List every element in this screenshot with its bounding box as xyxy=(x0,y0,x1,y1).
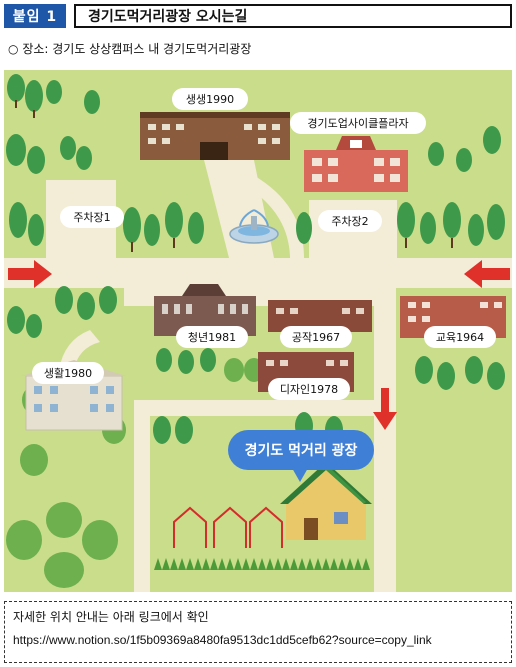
label-youth-text: 청년1981 xyxy=(188,331,236,344)
label-design-text: 디자인1978 xyxy=(280,383,338,396)
label-youth: 청년1981 xyxy=(176,326,248,348)
label-parking1-text: 주차장1 xyxy=(73,211,110,224)
food-plaza-callout: 경기도 먹거리 광장 xyxy=(228,430,374,482)
building-saengsaeng xyxy=(140,112,290,160)
label-craft-text: 공작1967 xyxy=(292,331,340,344)
arrow-left-entrance-icon xyxy=(8,260,52,288)
road-network xyxy=(4,160,512,592)
label-upcycle: 경기도업사이클플라자 xyxy=(290,112,426,134)
label-saengsaeng: 생생1990 xyxy=(172,88,248,110)
appendix-badge: 붙임 1 xyxy=(4,4,66,28)
bullet-icon: ○ xyxy=(8,42,19,56)
label-edu-text: 교육1964 xyxy=(436,331,484,344)
footer-note: 자세한 위치 안내는 아래 링크에서 확인 https://www.notion… xyxy=(4,601,512,663)
arrow-down-icon xyxy=(373,388,397,430)
label-craft: 공작1967 xyxy=(280,326,352,348)
label-parking2: 주차장2 xyxy=(318,210,382,232)
label-edu: 교육1964 xyxy=(424,326,496,348)
label-parking1: 주차장1 xyxy=(60,206,124,228)
footer-text: 자세한 위치 안내는 아래 링크에서 확인 xyxy=(13,610,209,624)
label-parking2-text: 주차장2 xyxy=(331,215,368,228)
grass-strip xyxy=(154,558,370,570)
label-life-text: 생활1980 xyxy=(44,366,92,380)
label-upcycle-text: 경기도업사이클플라자 xyxy=(307,117,408,130)
label-saengsaeng-text: 생생1990 xyxy=(186,93,234,106)
label-life: 생활1980 xyxy=(32,362,104,384)
fountain xyxy=(229,209,279,244)
footer-link[interactable]: https://www.notion.so/1f5b09369a8480fa95… xyxy=(13,633,432,647)
page-title: 경기도먹거리광장 오시는길 xyxy=(74,4,512,28)
location-text: 장소: 경기도 상상캠퍼스 내 경기도먹거리광장 xyxy=(22,42,252,56)
location-line: ○ 장소: 경기도 상상캠퍼스 내 경기도먹거리광장 xyxy=(8,40,251,57)
house-outlines xyxy=(173,506,283,548)
arrow-right-entrance-icon xyxy=(464,260,510,288)
building-upcycle-plaza xyxy=(304,136,408,192)
campus-map: 생생1990 경기도업사이클플라자 주차장1 주차장2 청년1981 공작196… xyxy=(4,70,512,592)
food-plaza-callout-text: 경기도 먹거리 광장 xyxy=(245,442,358,459)
label-design: 디자인1978 xyxy=(268,378,350,400)
building-food-plaza xyxy=(280,462,372,540)
